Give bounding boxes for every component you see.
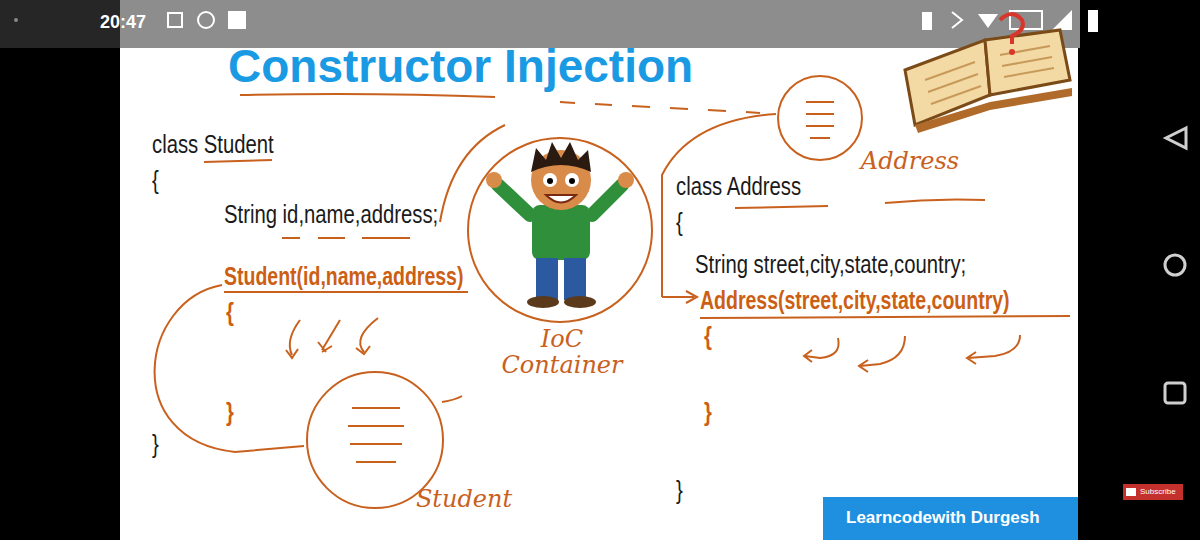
code-line: class Address — [676, 172, 801, 202]
code-brace: } — [226, 398, 234, 428]
object-icon-line — [806, 125, 834, 127]
handwritten-label: Address — [850, 148, 970, 174]
handwritten-label: Student — [404, 486, 524, 512]
brand-text: Learncodewith Durgesh — [846, 508, 1040, 528]
object-icon-line — [806, 101, 834, 103]
code-brace: { — [152, 166, 159, 196]
code-line: class Student — [152, 130, 274, 160]
constructor-signature: Address(street,city,state,country) — [700, 286, 1010, 315]
code-line: String street,city,state,country; — [695, 250, 966, 280]
object-icon-line — [348, 425, 404, 427]
code-brace: { — [226, 298, 234, 328]
object-icon-line — [350, 443, 402, 445]
student-object-circle: Student — [300, 368, 530, 538]
object-icon-line — [356, 461, 396, 463]
address-object-circle: Address — [776, 74, 1006, 204]
code-brace: } — [704, 398, 712, 428]
subscribe-text: Subscribe — [1140, 487, 1176, 496]
constructor-signature: Student(id,name,address) — [224, 262, 463, 291]
slide-title: Constructor Injection — [228, 40, 693, 93]
ioc-container-circle: IoC Container — [462, 132, 658, 394]
code-brace: { — [704, 322, 712, 352]
handwritten-label: IoC Container — [492, 326, 632, 379]
object-icon-line — [810, 137, 830, 139]
code-line: String id,name,address; — [224, 200, 438, 230]
code-brace: { — [676, 208, 683, 238]
status-time: 20:47 — [100, 12, 146, 33]
code-brace: } — [676, 476, 683, 506]
circle-outline — [776, 74, 1006, 204]
code-brace: } — [152, 430, 159, 460]
circle-stroke — [468, 138, 652, 322]
circle-stroke — [778, 76, 862, 160]
object-icon-line — [806, 113, 834, 115]
circle-outline — [300, 368, 530, 538]
object-icon-line — [352, 407, 400, 409]
